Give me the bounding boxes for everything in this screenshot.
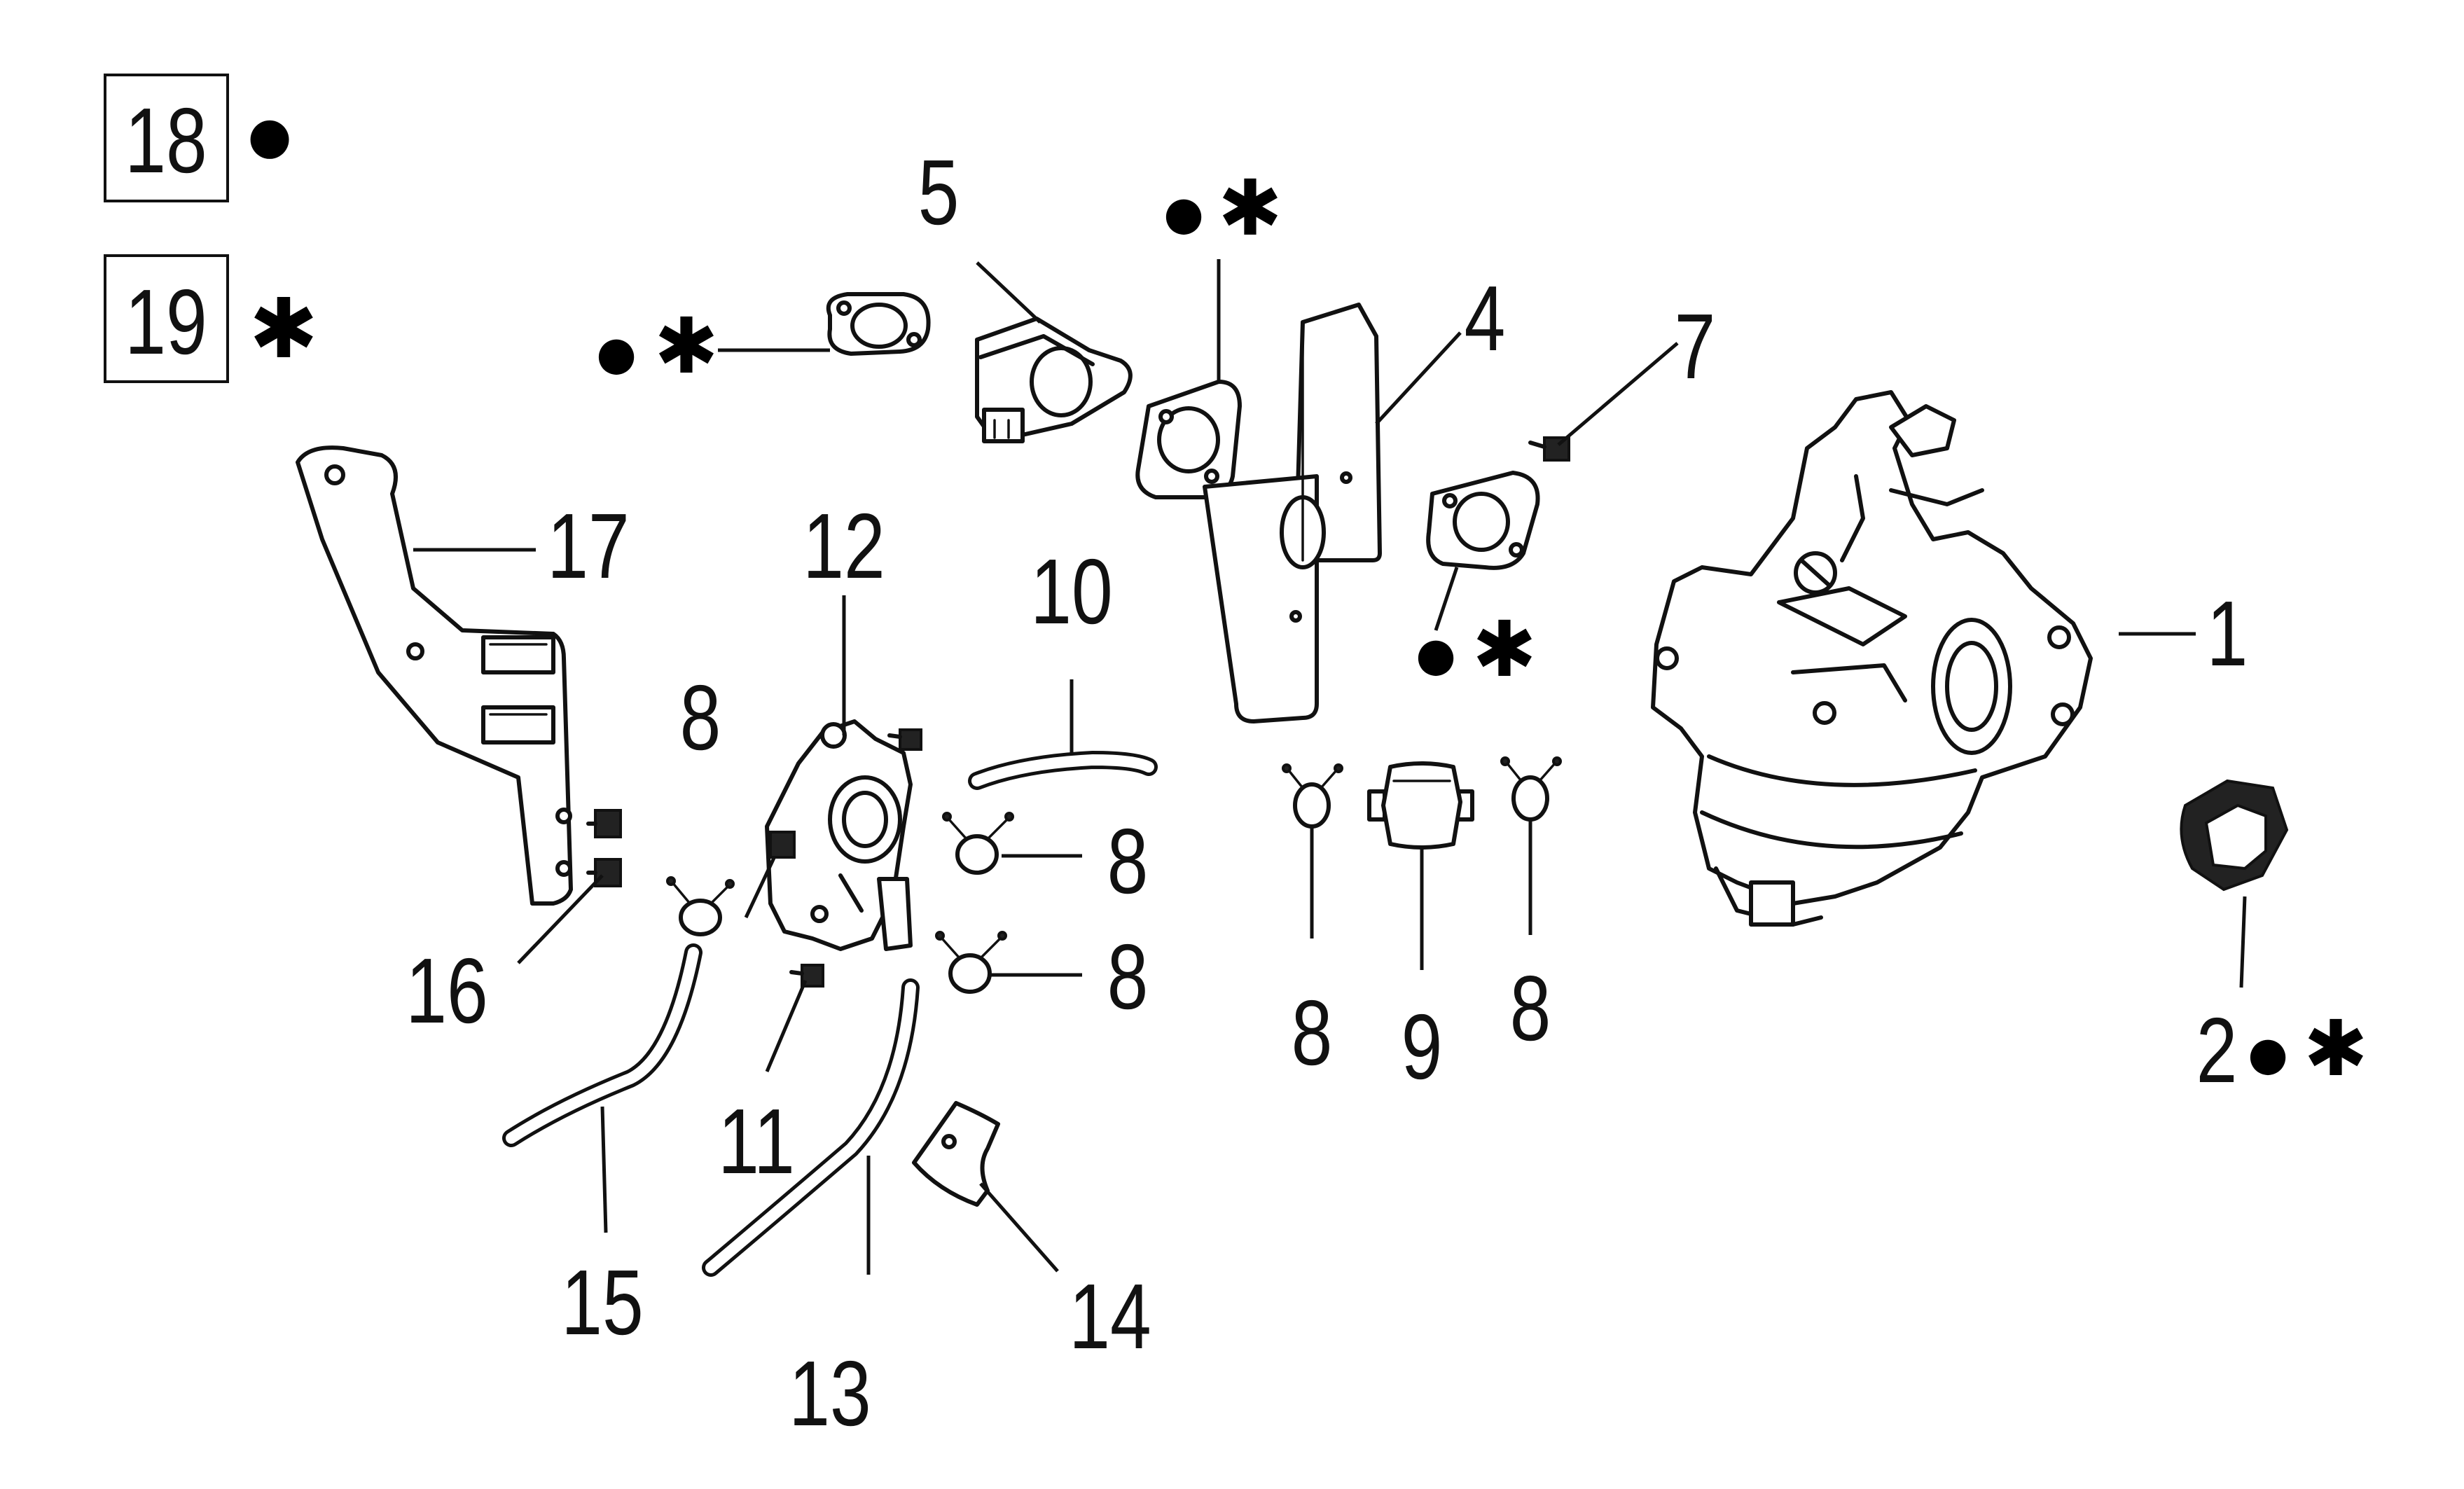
callout-9: 9 (1401, 996, 1443, 1099)
callout-5: 5 (918, 141, 960, 244)
part-4-plate (1203, 303, 1382, 723)
part-17-bracket (296, 445, 573, 906)
dot-marker: ● (1416, 628, 1456, 681)
legend-number-19: 19 (125, 271, 207, 374)
part-15-hose (502, 943, 702, 1147)
marker-part-2: ● ✱ (2248, 1004, 2368, 1093)
callout-12: 12 (803, 495, 885, 598)
asterisk-marker: ✱ (2304, 1004, 2368, 1093)
callout-7: 7 (1675, 296, 1716, 399)
gasket-center (1135, 380, 1242, 499)
marker-gasket-center: ● ✱ (1163, 163, 1282, 253)
legend-item-18: 18 ● (104, 74, 292, 202)
clamp-lower-mid (935, 931, 1007, 994)
leader-lines (413, 259, 2247, 1275)
callout-1: 1 (2207, 583, 2248, 686)
part-2-gasket (2180, 779, 2289, 892)
callout-2: 2 (2196, 999, 2238, 1102)
part-5-insulator (975, 317, 1133, 443)
part-9-filter (1367, 761, 1474, 850)
callout-13: 13 (789, 1343, 871, 1446)
callout-8-filter-right: 8 (1510, 957, 1551, 1060)
part-11-screw (789, 964, 824, 988)
asterisk-symbol: ✱ (249, 280, 319, 377)
legend-number-18: 18 (125, 90, 207, 193)
gasket-upper-left (826, 292, 931, 356)
part-1-carburetor (1651, 390, 2093, 927)
clamp-filter-right (1500, 756, 1562, 822)
callout-4: 4 (1465, 268, 1506, 370)
legend-box-19 (104, 254, 229, 383)
legend-box-18 (104, 74, 229, 202)
asterisk-marker: ✱ (654, 301, 719, 391)
clamp-upper-mid (942, 812, 1014, 875)
callout-11: 11 (718, 1090, 795, 1193)
dot-marker: ● (596, 326, 637, 380)
gasket-right (1426, 471, 1540, 570)
part-16-bolts (586, 809, 622, 887)
callout-10: 10 (1030, 541, 1112, 644)
callout-8-lower-mid: 8 (1107, 926, 1149, 1029)
markers: ● ✱ ● ✱ ● ✱ ● ✱ (596, 163, 2368, 1093)
legend: 18 ● 19 ✱ (104, 74, 319, 383)
marker-gasket-right: ● ✱ (1416, 604, 1537, 694)
screw-near-12 (887, 728, 922, 751)
clamp-filter-left (1282, 763, 1343, 829)
asterisk-marker: ✱ (1218, 163, 1282, 253)
callout-14: 14 (1069, 1266, 1151, 1369)
dot-marker: ● (1163, 186, 1204, 240)
callout-15: 15 (561, 1252, 643, 1355)
dot-symbol: ● (248, 106, 292, 165)
clamp-left (666, 876, 735, 936)
callout-8-left: 8 (680, 667, 721, 770)
part-14-clip (912, 1101, 1000, 1207)
dot-marker: ● (2248, 1027, 2288, 1081)
callout-numbers: 1 2 4 5 7 8 8 8 8 8 9 10 11 12 13 14 15 … (406, 141, 2248, 1446)
callout-16: 16 (406, 940, 487, 1043)
callout-8-filter-left: 8 (1292, 982, 1333, 1085)
legend-item-19: 19 ✱ (104, 254, 319, 383)
marker-gasket-upper-left: ● ✱ (596, 301, 719, 391)
part-13-hose (702, 978, 920, 1277)
callout-8-upper-mid: 8 (1107, 810, 1149, 913)
callout-17: 17 (547, 495, 629, 598)
part-10-hose (968, 750, 1158, 790)
asterisk-marker: ✱ (1472, 604, 1537, 694)
part-12-fuel-pump (765, 719, 913, 951)
